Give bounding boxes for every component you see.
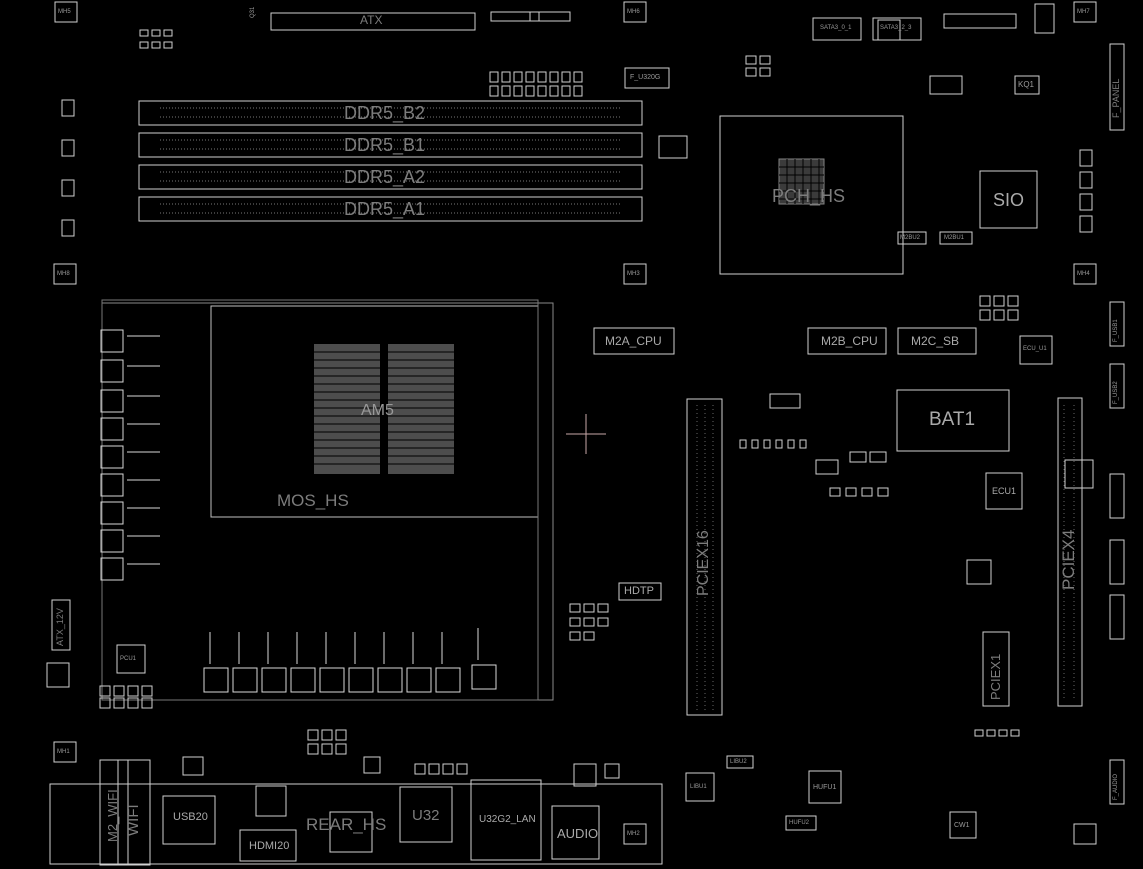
dimm-slot-b1 xyxy=(138,132,643,158)
f-u320g-label: F_U320G xyxy=(630,74,661,81)
rear-io-outline xyxy=(49,783,663,865)
pciex4-label: PCIEX4 xyxy=(1059,529,1078,590)
mh-label-bottom-mid: MH2 xyxy=(627,831,640,837)
pch-hs-label: PCH_HS xyxy=(772,186,846,206)
pch-heatsink-outline xyxy=(719,115,904,275)
ddr-a2-label: DDR5_A2 xyxy=(344,167,426,187)
pciex16-slot xyxy=(686,398,723,716)
pciex4-slot xyxy=(1057,397,1083,707)
m2b-label: M2B_CPU xyxy=(821,334,878,348)
mh-label-top-right: MH7 xyxy=(1077,9,1090,15)
hufu2-label: HUFU2 xyxy=(789,820,810,826)
cw1-label: CW1 xyxy=(954,822,970,829)
m2bu2-label: M2BU2 xyxy=(900,235,921,241)
m2bu1-label: M2BU1 xyxy=(944,235,965,241)
m2a-label: M2A_CPU xyxy=(605,334,662,348)
hdmi20-label: HDMI20 xyxy=(249,840,290,852)
hdtp-label: HDTP xyxy=(624,585,654,597)
f-audio-label: F_AUDIO xyxy=(1113,773,1119,800)
cpu-socket-label: AM5 xyxy=(361,402,394,419)
sata3-23-label: SATA3_2_3 xyxy=(880,25,912,31)
pcu1-label: PCU1 xyxy=(120,656,137,662)
hufu1-label: HUFU1 xyxy=(813,784,837,791)
mh-label-top-left: MH5 xyxy=(58,9,71,15)
f-panel-label: F_PANEL xyxy=(1111,78,1121,118)
usb20-label: USB20 xyxy=(173,811,208,823)
mh-label-mid-left: MH8 xyxy=(57,271,70,277)
battery-label: BAT1 xyxy=(929,409,976,430)
kq1-label: KQ1 xyxy=(1018,80,1035,89)
dimm-slot-a2 xyxy=(138,164,643,190)
ddr-b1-label: DDR5_B1 xyxy=(344,135,426,155)
pciex1-label: PCIEX1 xyxy=(988,653,1003,700)
rear-hs-label: REAR_HS xyxy=(306,815,387,834)
atx-label: ATX xyxy=(360,13,383,27)
battery-holder xyxy=(896,389,1010,452)
sio-label: SIO xyxy=(993,190,1025,210)
libu2-label: LIBU2 xyxy=(730,759,747,765)
q31-label: Q31 xyxy=(250,6,256,18)
libu1-label: LIBU1 xyxy=(690,784,707,790)
atx-12v-label: ATX_12V xyxy=(55,608,65,646)
mh-label-top-mid: MH6 xyxy=(627,9,640,15)
ddr-b2-label: DDR5_B2 xyxy=(344,103,426,123)
f-usb1-label: F_USB1 xyxy=(1113,319,1119,342)
ecu-u1-label: ECU_U1 xyxy=(1023,346,1047,352)
ddr-a1-label: DDR5_A1 xyxy=(344,199,426,219)
m2c-label: M2C_SB xyxy=(911,334,960,348)
ecu1-label: ECU1 xyxy=(992,486,1017,496)
atx-connector xyxy=(270,12,476,31)
m2-wifi-label: M2_WIFI xyxy=(105,789,120,842)
dimm-slot-b2 xyxy=(138,100,643,126)
dimm-slot-a1 xyxy=(138,196,643,222)
mh-label-mid-right: MH4 xyxy=(1077,271,1090,277)
u32-label: U32 xyxy=(412,807,440,824)
sata3-01-label: SATA3_0_1 xyxy=(820,25,852,31)
wifi-label: WIFI xyxy=(125,804,142,836)
sio-chip xyxy=(979,170,1038,229)
mh-label-mid: MH3 xyxy=(627,271,640,277)
pciex16-label: PCIEX16 xyxy=(695,530,712,596)
f-usb2-label: F_USB2 xyxy=(1113,381,1119,404)
mh-label-bottom-left: MH1 xyxy=(57,749,70,755)
u32g2-lan-label: U32G2_LAN xyxy=(479,814,536,825)
mos-hs-label: MOS_HS xyxy=(277,491,349,510)
pciex1-slot xyxy=(982,631,1010,707)
audio-label: AUDIO xyxy=(557,826,599,841)
